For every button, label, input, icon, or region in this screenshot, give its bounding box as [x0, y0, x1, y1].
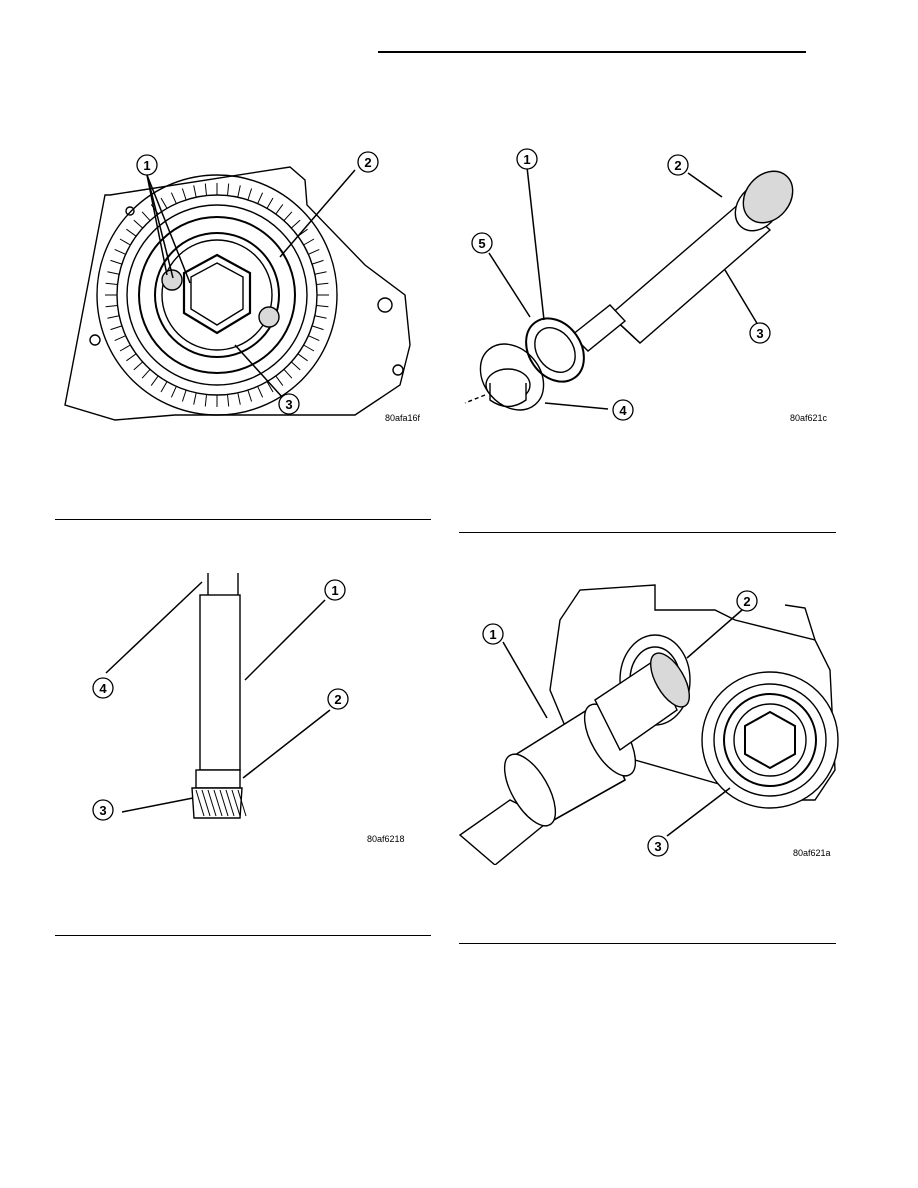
- transfer-gear-illustration: 1 2 3: [64, 151, 411, 421]
- divider-left-2: [55, 935, 431, 936]
- figure-code: 80af621c: [790, 413, 828, 423]
- callout-4: 4: [92, 677, 114, 699]
- callout-3: 3: [92, 799, 114, 821]
- figure-code: 80afa16f: [385, 413, 421, 423]
- callout-1: 1: [324, 579, 346, 601]
- figure-transfer-gear-bearing: 1 2 3 80afa16f: [55, 145, 425, 430]
- callout-3: 3: [749, 322, 771, 344]
- output-shaft-illustration: 1 2 3 4 5: [464, 148, 794, 421]
- callout-1: 1: [516, 148, 538, 170]
- callout-1: 1: [482, 623, 504, 645]
- callout-4: 4: [612, 399, 634, 421]
- figure-shaft-installed-in-case: 1 2 3 80af621a: [455, 580, 840, 865]
- svg-text:3: 3: [99, 803, 106, 818]
- svg-text:3: 3: [654, 839, 661, 854]
- svg-text:1: 1: [331, 583, 338, 598]
- callout-5: 5: [471, 232, 493, 254]
- shaft-gear-illustration: 1 2 3 4: [92, 573, 349, 821]
- callout-2: 2: [736, 590, 758, 612]
- callout-3: 3: [278, 393, 300, 415]
- header-rule: [378, 51, 806, 53]
- svg-text:1: 1: [489, 627, 496, 642]
- figure-code: 80af621a: [793, 848, 831, 858]
- figure-output-shaft-assembly: 1 2 3 4 5 80af621c: [460, 145, 840, 430]
- callout-2: 2: [357, 151, 379, 173]
- callout-3: 3: [647, 835, 669, 857]
- svg-text:2: 2: [334, 692, 341, 707]
- figure-code: 80af6218: [367, 834, 405, 844]
- divider-right-1: [459, 532, 836, 533]
- svg-text:4: 4: [619, 403, 627, 418]
- callout-2: 2: [327, 688, 349, 710]
- divider-right-2: [459, 943, 836, 944]
- callout-2: 2: [667, 154, 689, 176]
- shaft-installed-illustration: 1 2 3: [458, 584, 839, 865]
- callout-1: 1: [136, 154, 158, 176]
- svg-text:2: 2: [364, 155, 371, 170]
- svg-text:1: 1: [143, 158, 150, 173]
- svg-text:2: 2: [674, 158, 681, 173]
- divider-left-1: [55, 519, 431, 520]
- svg-text:5: 5: [478, 236, 485, 251]
- svg-text:3: 3: [285, 397, 292, 412]
- svg-text:2: 2: [743, 594, 750, 609]
- svg-text:4: 4: [99, 681, 107, 696]
- svg-text:3: 3: [756, 326, 763, 341]
- figure-shaft-and-gear: 1 2 3 4 80af6218: [80, 570, 420, 845]
- svg-text:1: 1: [523, 152, 530, 167]
